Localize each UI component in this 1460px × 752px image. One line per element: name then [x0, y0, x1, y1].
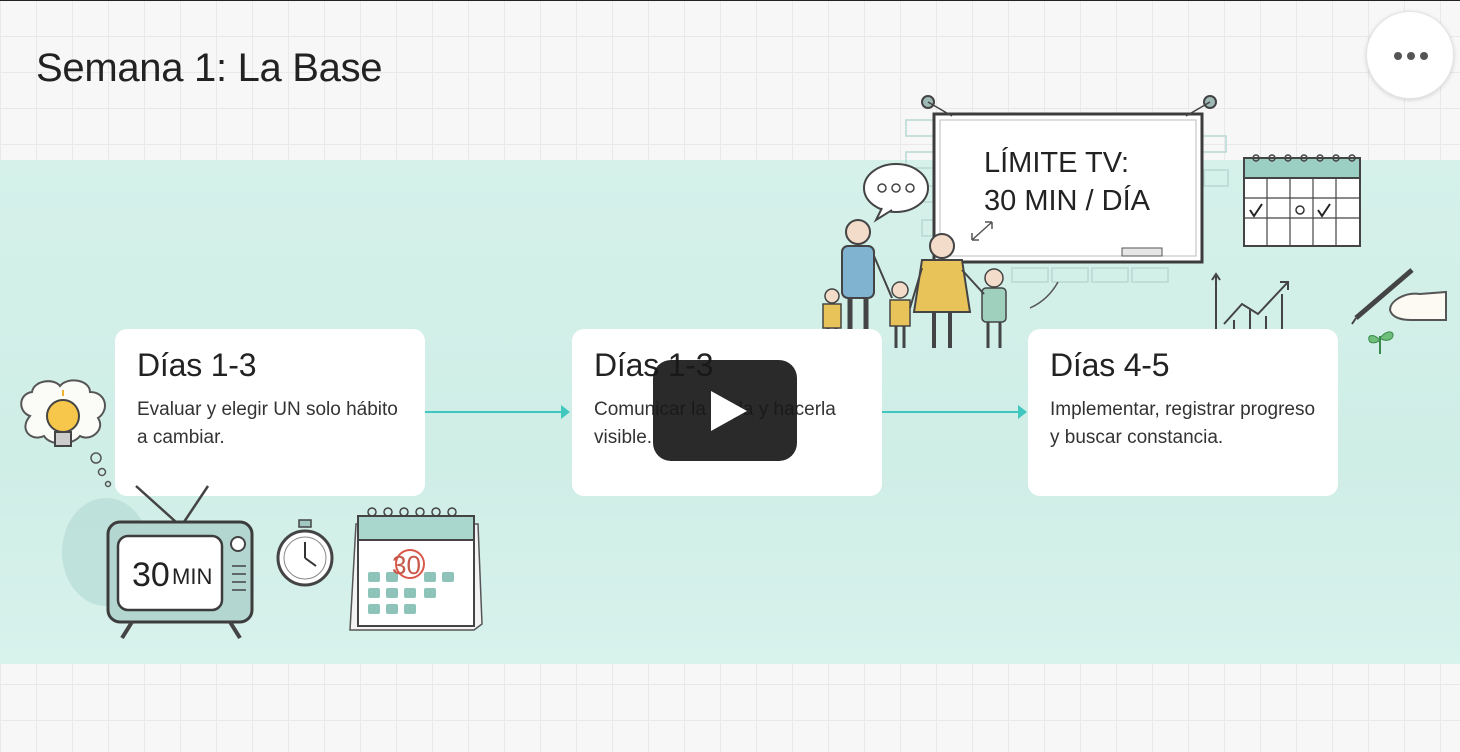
card-1-heading: Días 1-3: [137, 347, 257, 383]
timeline-card-1: Días 1-3 Evaluar y elegir UN solo hábito…: [115, 329, 425, 496]
board-line-2: 30 MIN / DÍA: [984, 184, 1151, 217]
more-options-button[interactable]: [1366, 11, 1454, 99]
play-icon: [711, 391, 747, 431]
slide-title: Semana 1: La Base: [36, 46, 383, 90]
family-whiteboard-illustration: LÍMITE TV: 30 MIN / DÍA: [822, 95, 1229, 348]
calendar-checklist-icon: [1243, 154, 1361, 247]
connector-1-arrowhead: [561, 405, 570, 419]
connector-2: [882, 411, 1020, 413]
card-3-text: Implementar, registrar progreso y buscar…: [1050, 399, 1316, 448]
tv-timer-illustration: 30 MIN: [62, 485, 254, 640]
card-3-heading: Días 4-5: [1050, 347, 1170, 383]
connector-2-arrowhead: [1018, 405, 1027, 419]
more-dot-3: [1420, 52, 1428, 60]
connector-1: [425, 411, 563, 413]
lightbulb-brain-icon: [20, 379, 112, 488]
timeline-card-3: Días 4-5 Implementar, registrar progreso…: [1028, 329, 1338, 496]
tv-number: 30: [132, 556, 170, 594]
hand-pen-sprout-icon: [1351, 268, 1447, 354]
more-horizontal-icon: [1394, 52, 1402, 60]
board-line-1: LÍMITE TV:: [984, 146, 1129, 179]
tv-unit: MIN: [172, 564, 212, 589]
window-top-border: [0, 0, 1460, 1]
stopwatch-icon: [276, 519, 334, 587]
wall-calendar-icon: 30: [349, 507, 483, 631]
calendar-day: 30: [392, 550, 421, 580]
play-button[interactable]: [653, 360, 797, 461]
card-1-text: Evaluar y elegir UN solo hábito a cambia…: [137, 399, 398, 448]
more-dot-2: [1407, 52, 1415, 60]
